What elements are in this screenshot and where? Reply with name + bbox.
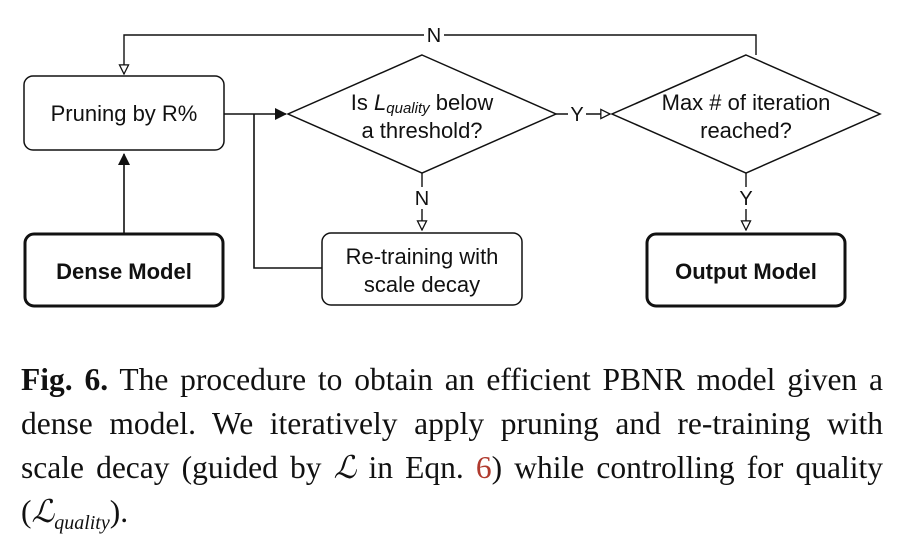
edge-label-max-iter-yes: Y bbox=[739, 188, 752, 210]
node-max-iter-check-line2: reached? bbox=[700, 118, 792, 143]
node-dense-model: Dense Model bbox=[23, 232, 225, 308]
equation-reference-link[interactable]: 6 bbox=[475, 450, 492, 485]
node-quality-check-line1: Is Lquality below bbox=[351, 90, 494, 117]
node-quality-check-line2: a threshold? bbox=[361, 118, 482, 143]
caption-text-4: ). bbox=[109, 494, 129, 529]
node-output-model: Output Model bbox=[645, 232, 847, 308]
caption-text-3: ) while controlling for quality ( bbox=[21, 450, 884, 529]
node-output-model-label: Output Model bbox=[675, 259, 817, 284]
node-retraining: Re-training with scale decay bbox=[321, 232, 523, 306]
node-pruning-label: Pruning by R% bbox=[51, 101, 198, 126]
edge-label-quality-yes: Y bbox=[570, 104, 583, 126]
quality-loss-subscript: quality bbox=[54, 512, 110, 534]
edge-label-quality-no: N bbox=[415, 188, 429, 210]
node-retraining-line2: scale decay bbox=[364, 272, 480, 297]
loss-symbol: ℒ bbox=[333, 450, 357, 486]
caption-text-1: The procedure to obtain an efficient PBN… bbox=[21, 362, 883, 485]
node-retraining-line1: Re-training with bbox=[346, 244, 499, 269]
figure-label: Fig. 6. bbox=[21, 362, 109, 397]
quality-loss-symbol: ℒ bbox=[31, 494, 55, 530]
node-quality-check: Is Lquality below a threshold? bbox=[286, 54, 558, 174]
node-dense-model-label: Dense Model bbox=[56, 259, 192, 284]
flowchart: N Y N Y Pruning by R% Dense Model Is Lqu… bbox=[23, 25, 882, 308]
node-max-iter-check-line1: Max # of iteration bbox=[662, 90, 831, 115]
figure-caption: Fig. 6. The procedure to obtain an effic… bbox=[21, 358, 883, 534]
caption-text-2: in Eqn. bbox=[368, 450, 464, 485]
edge-label-loop-back: N bbox=[427, 25, 441, 47]
edge-retraining-loop bbox=[253, 114, 322, 269]
node-max-iter-check: Max # of iteration reached? bbox=[610, 54, 882, 174]
node-pruning: Pruning by R% bbox=[23, 75, 225, 151]
